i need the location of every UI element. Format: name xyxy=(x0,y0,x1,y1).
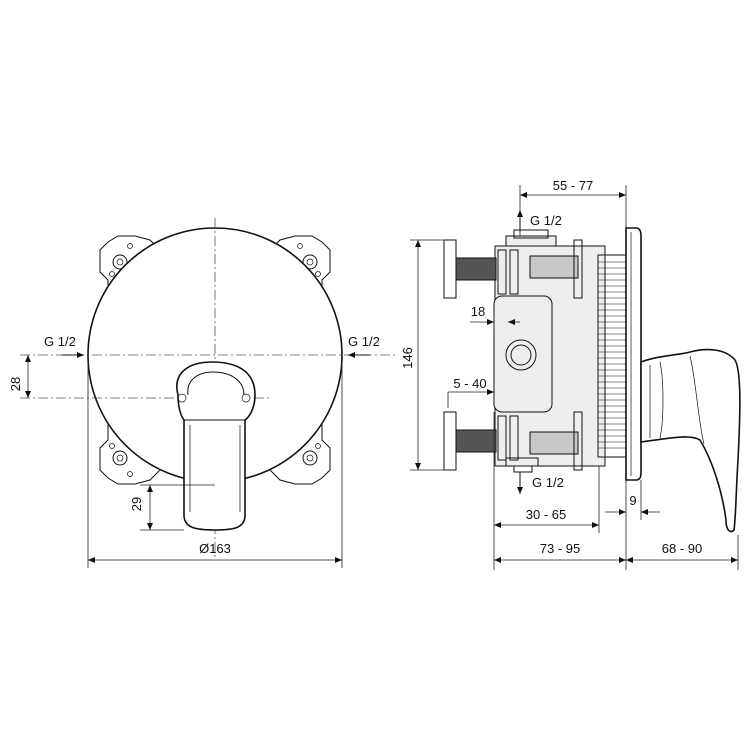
top-thread-label: G 1/2 xyxy=(530,213,562,228)
right-thread-label: G 1/2 xyxy=(348,334,380,349)
lever-side xyxy=(640,348,741,533)
offset-dimension-label: 28 xyxy=(8,377,23,391)
inlet-dimension-label: 18 xyxy=(471,304,485,319)
left-thread-label: G 1/2 xyxy=(44,334,76,349)
height-dimension-label: 146 xyxy=(400,347,415,369)
diameter-dimension-label: Ø163 xyxy=(199,541,231,556)
bottom-thread-label: G 1/2 xyxy=(532,475,564,490)
mount-dimension-label: 73 - 95 xyxy=(540,541,580,556)
wall-plate xyxy=(625,227,642,481)
projection-dimension-label: 68 - 90 xyxy=(662,541,702,556)
valve-body xyxy=(443,229,629,473)
depth-top-dimension-label: 55 - 77 xyxy=(553,178,593,193)
side-view: 55 - 77 G 1/2 xyxy=(400,178,741,570)
lever-handle xyxy=(176,361,256,531)
plate-dimension-label: 9 xyxy=(629,493,636,508)
wall-dimension-label: 5 - 40 xyxy=(453,376,486,391)
body-dimension-label: 30 - 65 xyxy=(526,507,566,522)
front-view: G 1/2 G 1/2 28 29 Ø163 xyxy=(8,218,395,568)
lever-dimension-label: 29 xyxy=(129,497,144,511)
